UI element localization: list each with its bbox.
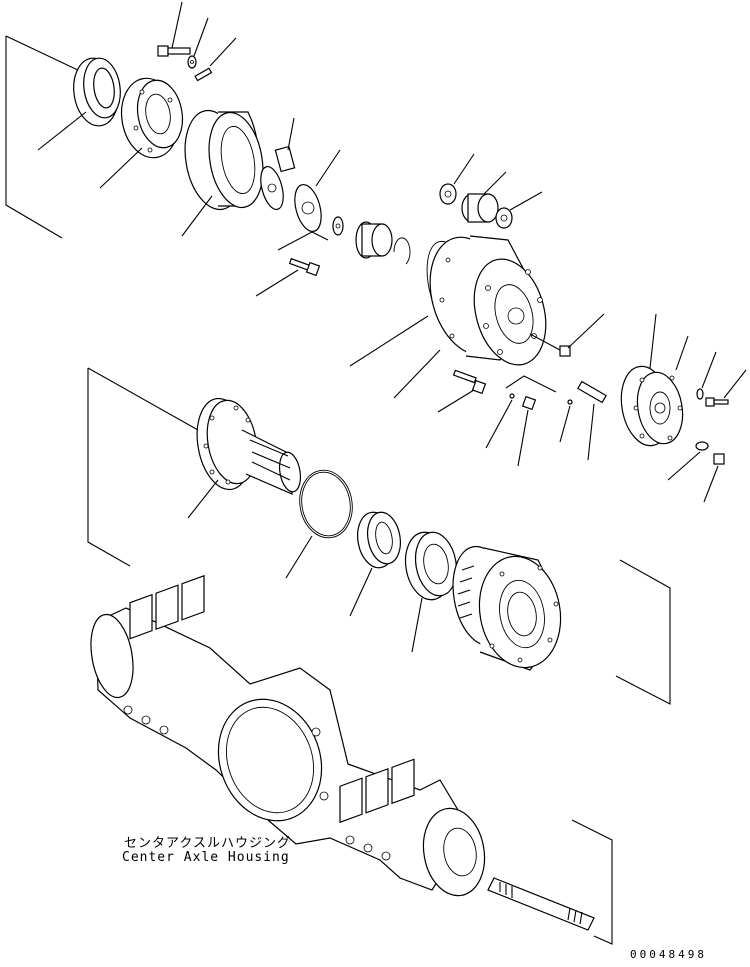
- leader-line: [187, 479, 219, 519]
- pin-icon: [505, 375, 557, 411]
- leader-line: [529, 333, 561, 351]
- bolt-icon: [705, 397, 729, 407]
- wheel-hub-spindle-icon: [196, 397, 302, 495]
- group-bracket-middle: [87, 367, 671, 705]
- leader-line: [193, 17, 209, 57]
- axle-shaft-icon: [487, 877, 595, 931]
- leader-line: [723, 369, 747, 399]
- leader-line: [255, 269, 299, 297]
- spacer-icon: [332, 216, 344, 236]
- cover-plate-icon: [620, 365, 684, 447]
- snap-ring-icon: [393, 237, 411, 265]
- leader-line: [181, 195, 213, 237]
- group-bracket-bottom: [571, 819, 613, 945]
- leader-line: [485, 399, 513, 449]
- leader-line: [483, 171, 507, 195]
- bearing-seal-icon: [73, 57, 121, 127]
- group-bracket-top: [5, 35, 83, 239]
- large-o-ring-icon: [299, 469, 353, 539]
- bolt-icon: [452, 369, 487, 395]
- leader-line: [675, 335, 689, 371]
- bearing-retainer-icon: [294, 184, 322, 232]
- leader-line: [703, 465, 719, 503]
- pin-icon: [194, 67, 213, 82]
- leader-line: [349, 567, 373, 617]
- leader-line: [437, 389, 475, 413]
- washer-icon: [696, 388, 704, 400]
- bolt-icon: [713, 453, 725, 465]
- leader-line: [37, 111, 87, 151]
- leader-line: [567, 313, 605, 349]
- outer-bearing-race-icon: [184, 109, 264, 211]
- ring-gear-hub-icon: [452, 545, 562, 671]
- leader-line: [411, 597, 423, 653]
- axle-housing-icon: [90, 574, 486, 897]
- washer-icon: [187, 55, 197, 69]
- leader-line: [701, 351, 717, 389]
- leader-line: [509, 191, 543, 211]
- drawing-number: 00048498: [630, 948, 707, 961]
- bearing-cone-icon: [439, 183, 457, 205]
- bearing-cup-icon: [404, 531, 458, 601]
- leader-line: [453, 153, 475, 185]
- leader-line: [315, 149, 341, 187]
- leader-line: [287, 117, 295, 151]
- leader-line: [587, 403, 595, 461]
- roller-bearing-icon: [260, 145, 296, 211]
- leader-line: [285, 535, 313, 579]
- leader-line: [349, 315, 429, 367]
- bolt-icon: [157, 45, 191, 57]
- bolt-icon: [277, 231, 329, 277]
- bearing-cone-icon: [357, 511, 401, 569]
- bearing-cage-icon: [120, 77, 184, 159]
- leader-line: [393, 349, 441, 399]
- leader-line: [517, 409, 529, 467]
- roller-bearing-icon: [461, 193, 499, 223]
- roller-bearing-icon: [355, 221, 393, 259]
- pin-icon: [567, 380, 607, 405]
- housing-label-japanese: センタアクスルハウジング: [124, 836, 291, 851]
- bearing-cone-icon: [495, 207, 513, 229]
- leader-line: [171, 1, 183, 49]
- housing-label-english: Center Axle Housing: [122, 850, 290, 865]
- leader-line: [99, 147, 143, 189]
- bolt-icon: [559, 345, 571, 357]
- washer-icon: [695, 441, 709, 451]
- leader-line: [209, 37, 237, 67]
- leader-line: [649, 313, 657, 369]
- planet-carrier-housing-icon: [429, 235, 547, 366]
- leader-line: [667, 451, 701, 481]
- leader-line: [559, 405, 571, 443]
